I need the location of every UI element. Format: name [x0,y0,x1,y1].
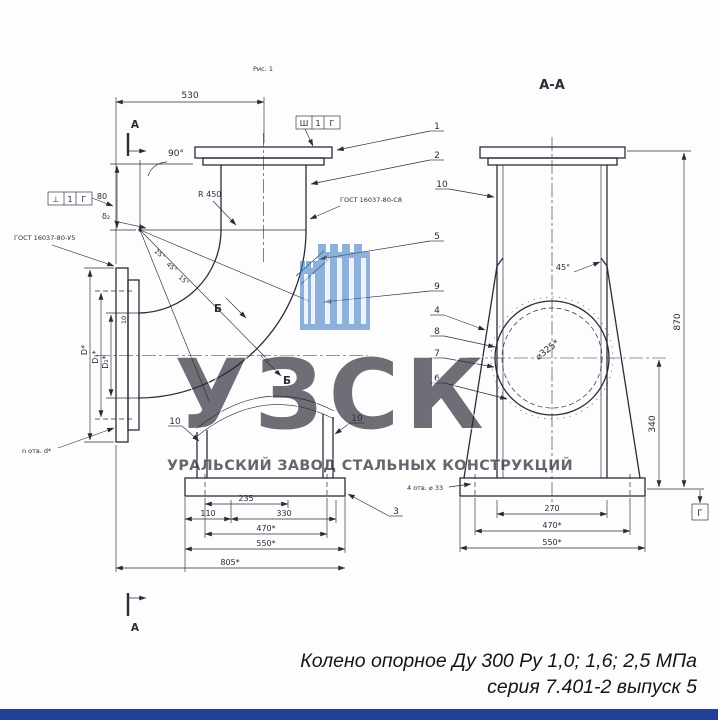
top-dim-530: 530 [115,91,265,264]
dim-delta2: δ₂ [102,212,110,221]
weld-flag-left-c3: Г [82,195,87,204]
section-cut-top: А [126,119,147,156]
right-view: А-А 45° [407,78,709,552]
left-view: Рис. 1 [14,65,403,634]
base-holes-leader [448,482,472,488]
gost-note-top: ГОСТ 16037-80-С8 [340,196,402,204]
section-letter-A: А [131,622,140,634]
angle-arc [147,161,168,177]
dim-thickness-10: 10 [120,316,128,324]
view-letter-B: Б [214,303,222,315]
view-letter-B: Б [283,375,291,387]
dim-angle-45-gusset: 45° [556,263,570,272]
weld-flag-top-c1: Ш [300,119,309,128]
part-label-2: 2 [434,151,440,161]
base-plate-right [459,474,646,500]
part-label-5: 5 [434,232,440,242]
dim-270: 270 [544,504,559,513]
weld-flag-top-c2: 1 [315,119,320,128]
angle-45-leader [573,261,601,273]
bottom-dims-left: 235 110 330 470* 550* 805* [115,445,346,572]
datum-g: Г [691,490,709,521]
dim-110: 110 [200,509,215,518]
right-vertical-dims: 870 340 [627,150,704,490]
factory-building-icon [300,244,370,330]
part-3-leader [347,493,390,517]
dim-470: 470* [256,524,275,533]
part-label-4: 4 [434,306,440,316]
part-label-7: 7 [434,349,440,359]
base-holes-note: 4 отв. ⌀ 33 [407,484,443,492]
part-label-9: 9 [434,282,440,292]
watermark: УЗСК УРАЛЬСКИЙ ЗАВОД СТАЛЬНЫХ КОНСТРУКЦИ… [167,244,573,474]
top-flange [194,146,333,166]
gost-top-leader [309,205,341,220]
section-letter-A: А [131,119,140,131]
section-cut-bottom: А [126,593,147,634]
part-label-10: 10 [436,180,448,190]
dim-radius-450: R 450 [198,190,221,199]
dim-550: 550* [542,538,561,547]
weld-flag-left-c2: 1 [67,195,72,204]
gussets [463,257,641,479]
caption-line-2: серия 7.401-2 выпуск 5 [487,676,697,698]
watermark-subtitle: УРАЛЬСКИЙ ЗАВОД СТАЛЬНЫХ КОНСТРУКЦИЙ [167,456,573,474]
gost-left-leader [51,244,115,267]
weld-flag-top: Ш 1 Г [295,115,341,147]
flange-holes-note: n отв. d* [22,447,52,455]
dim-D2: D₂* [101,355,110,368]
support-saddle [195,395,335,478]
weld-flag-left: ⊥ 1 Г [47,191,114,207]
part-label-3: 3 [393,507,399,517]
part-10-leader [181,425,200,442]
radius-leader [212,200,237,226]
bottom-dims-right: 270 470* 550* [459,497,646,552]
dim-870: 870 [673,313,683,330]
dim-angle-45: 45° [165,260,179,274]
dim-angle-25: 25° [153,247,167,261]
top-flange-section [479,146,626,166]
gost-note-left: ГОСТ 16037-80-У5 [14,234,75,242]
dim-D1: D₁* [91,350,100,363]
dim-530: 530 [181,91,198,101]
part-label-6: 6 [434,374,440,384]
part-label-10: 10 [351,414,363,424]
side-flange [95,267,140,443]
dim-340: 340 [648,415,658,432]
flange-holes-leader [57,427,115,449]
part-leaders: 1 2 10 5 9 4 8 7 6 [310,122,508,400]
dim-dia-325: ⌀325* [534,338,562,363]
dim-470: 470* [542,521,561,530]
bottom-brand-bar [0,709,718,720]
dim-angle-15: 15° [177,273,191,287]
section-title: А-А [539,78,565,93]
weld-flag-top-c3: Г [330,119,335,128]
dim-80: 80 [97,192,107,201]
dim-330: 330 [276,509,291,518]
weld-flag-left-c1: ⊥ [53,195,60,204]
watermark-logo-text: УЗСК [174,339,489,451]
dim-D: D* [80,345,89,355]
dim-235: 235 [238,494,253,503]
vertical-pipe [220,165,307,230]
datum-letter-G: Г [697,509,703,519]
delta2-leader [113,220,147,229]
part-label-8: 8 [434,327,440,337]
pipe-section-walls [496,165,608,478]
caption-line-1: Колено опорное Ду 300 Ру 1,0; 1,6; 2,5 М… [300,650,697,672]
figure-label: Рис. 1 [253,65,273,73]
flange-diameter-dims: D* D₁* D₂* 10 [80,267,139,443]
part-10-leader [334,422,351,435]
dim-550: 550* [256,539,275,548]
dim-angle-90: 90° [168,149,184,159]
part-label-10: 10 [169,417,181,427]
base-plate-left [184,474,346,500]
view-b-arrows: Б Б [214,297,291,387]
part-label-1: 1 [434,122,440,132]
dim-805: 805* [220,558,239,567]
